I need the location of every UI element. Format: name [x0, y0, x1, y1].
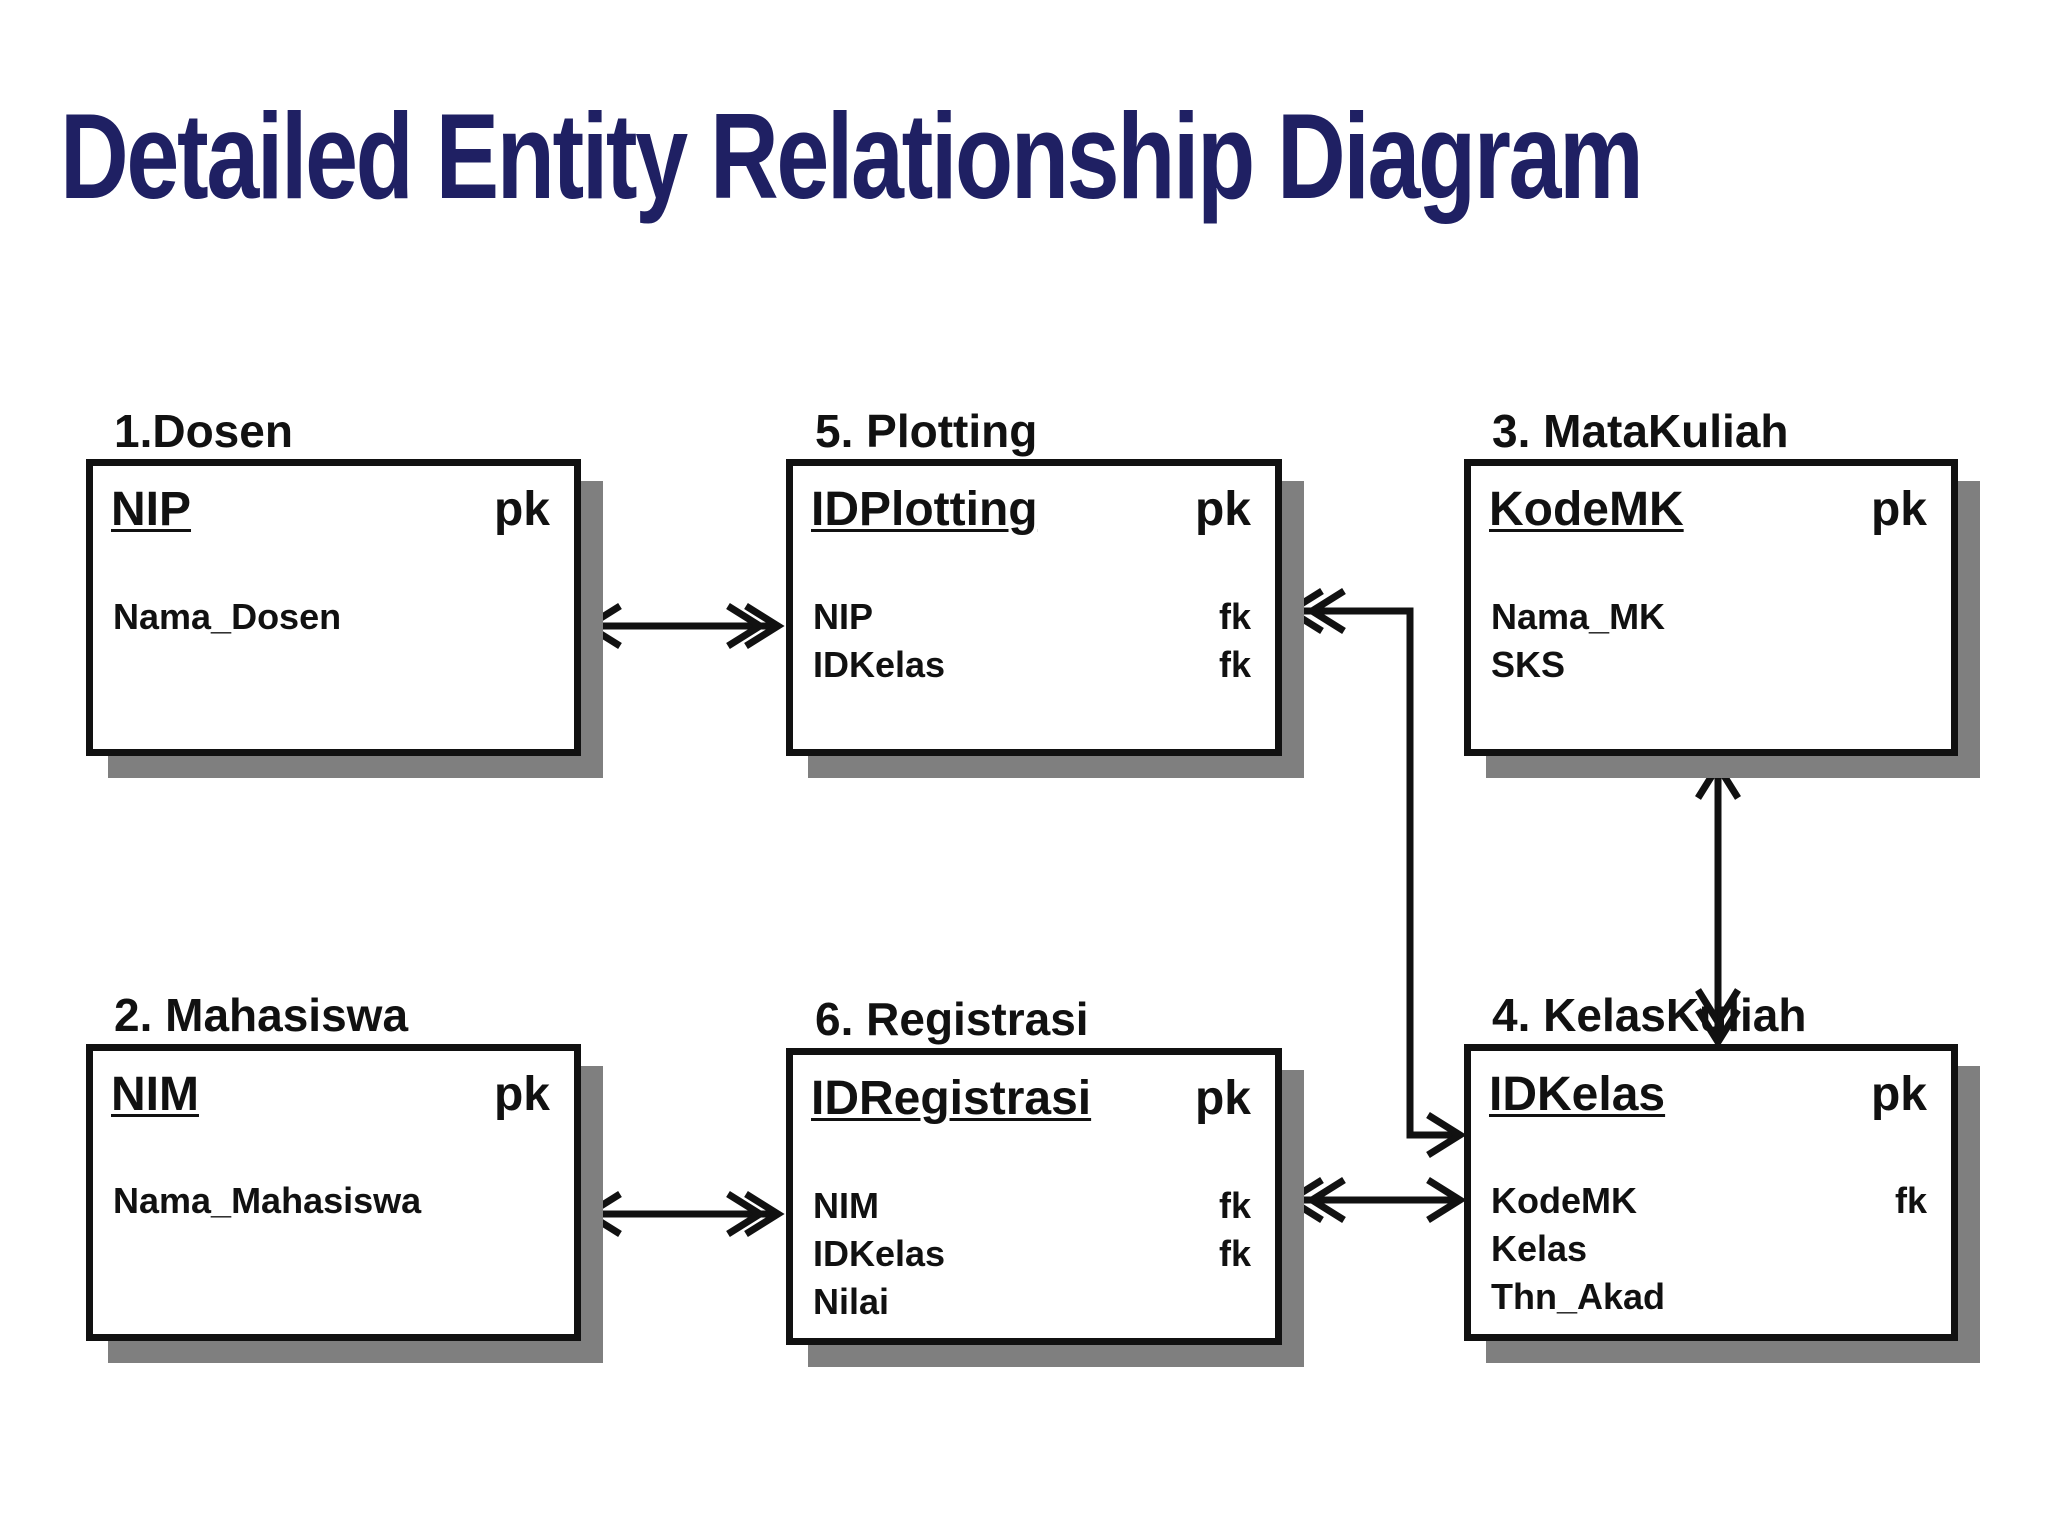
pk-field-name: KodeMK	[1489, 483, 1684, 536]
link-kelaskuliah-plotting	[1290, 607, 1460, 1139]
arrowhead-many	[744, 603, 785, 649]
diagram-title: Detailed Entity Relationship Diagram	[60, 88, 1644, 224]
arrowhead-many	[1305, 1177, 1346, 1223]
pk-field-name: IDRegistrasi	[811, 1072, 1092, 1125]
entity-name-dosen: 1.Dosen	[114, 405, 293, 457]
entity-name-mahasiswa: 2. Mahasiswa	[114, 989, 409, 1041]
attribute-name: SKS	[1491, 644, 1566, 685]
entity-box-kelaskuliah[interactable]: IDKelas pk KodeMK fk Kelas Thn_Akad	[1464, 1044, 1958, 1341]
fk-tag: fk	[1218, 644, 1251, 685]
arrowhead-many	[744, 1191, 785, 1237]
pk-field-name: NIP	[111, 483, 192, 536]
attribute-name: IDKelas	[813, 644, 946, 685]
attribute-name: Nama_MK	[1491, 596, 1666, 637]
fk-tag: fk	[1218, 596, 1251, 637]
entity-box-plotting[interactable]: IDPlotting pk NIP fk IDKelas fk	[786, 459, 1282, 756]
attribute-name: Kelas	[1491, 1228, 1588, 1269]
attribute-name: Nama_Dosen	[113, 596, 342, 637]
entity-box-registrasi[interactable]: IDRegistrasi pk NIM fk IDKelas fk Nilai	[786, 1048, 1282, 1345]
arrowhead-many	[1695, 988, 1741, 1029]
pk-tag: pk	[493, 483, 550, 536]
pk-field-name: IDPlotting	[811, 483, 1038, 536]
pk-tag: pk	[1870, 483, 1927, 536]
arrowhead-many	[1283, 588, 1324, 634]
attribute-name: NIP	[813, 596, 874, 637]
attribute-name: Nama_Mahasiswa	[113, 1180, 422, 1221]
arrowhead-one	[581, 603, 622, 649]
attribute-name: Nilai	[813, 1281, 890, 1322]
entity-name-registrasi: 6. Registrasi	[815, 993, 1089, 1045]
arrowhead-many	[1305, 588, 1346, 634]
entity-name-matakuliah: 3. MataKuliah	[1492, 405, 1789, 457]
entity-name-kelaskuliah: 4. KelasKuliah	[1492, 989, 1807, 1041]
fk-tag: fk	[1218, 1185, 1251, 1226]
attribute-name: KodeMK	[1491, 1180, 1637, 1221]
attribute-name: NIM	[813, 1185, 879, 1226]
entity-box-mahasiswa[interactable]: NIM pk Nama_Mahasiswa	[86, 1044, 581, 1341]
arrowhead-many	[726, 603, 767, 649]
pk-tag: pk	[1870, 1068, 1927, 1121]
entity-box-matakuliah[interactable]: KodeMK pk Nama_MK SKS	[1464, 459, 1958, 756]
pk-tag: pk	[1194, 483, 1251, 536]
pk-field-name: NIM	[111, 1068, 199, 1121]
arrowhead-one	[581, 1191, 622, 1237]
attribute-name: Thn_Akad	[1491, 1276, 1666, 1317]
fk-tag: fk	[1894, 1180, 1927, 1221]
arrowhead-one	[1426, 1112, 1467, 1158]
pk-tag: pk	[493, 1068, 550, 1121]
arrowhead-one	[1695, 759, 1741, 800]
pk-field-name: IDKelas	[1489, 1068, 1666, 1121]
arrowhead-many	[726, 1191, 767, 1237]
entity-name-plotting: 5. Plotting	[815, 405, 1038, 457]
entity-box-dosen[interactable]: NIP pk Nama_Dosen	[86, 459, 581, 756]
arrowhead-one	[1426, 1177, 1467, 1223]
pk-tag: pk	[1194, 1072, 1251, 1125]
fk-tag: fk	[1218, 1233, 1251, 1274]
arrowhead-many	[1695, 1008, 1741, 1049]
attribute-name: IDKelas	[813, 1233, 946, 1274]
arrowhead-many	[1283, 1177, 1324, 1223]
